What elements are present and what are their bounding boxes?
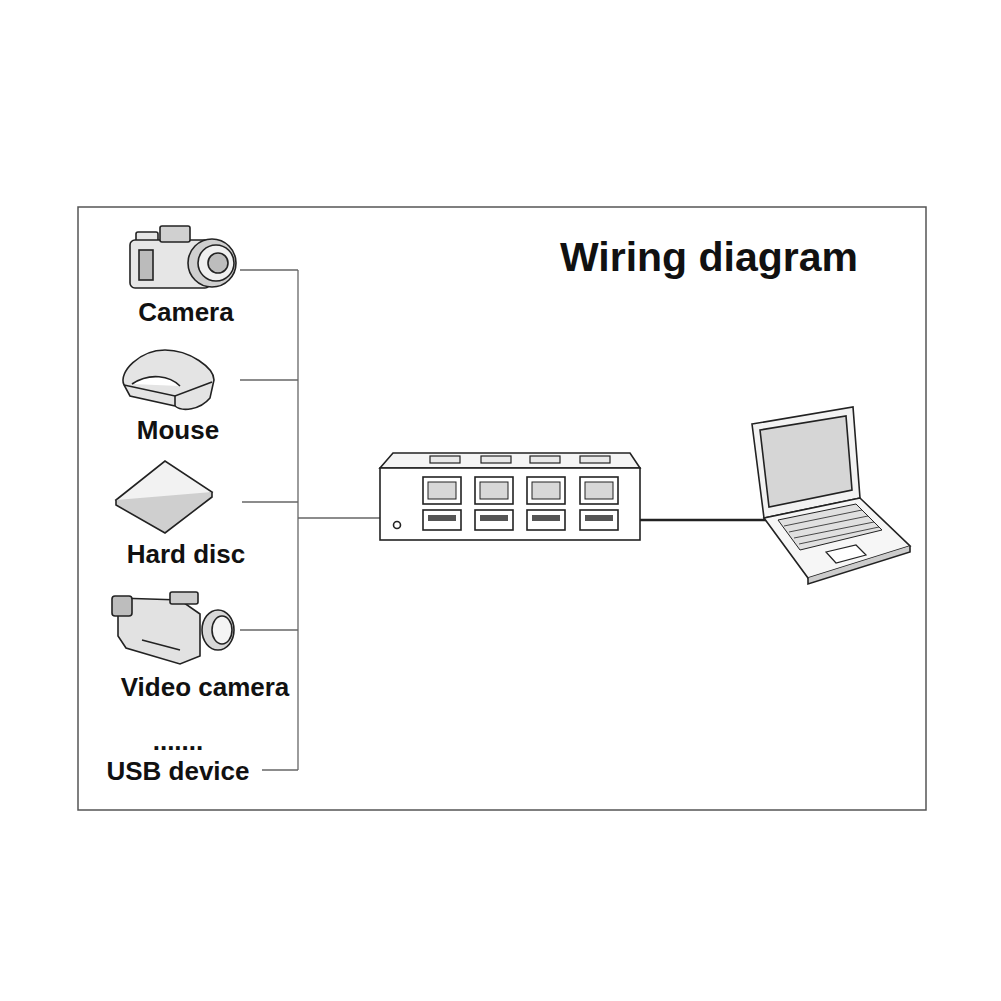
device-name: Hard disc: [125, 540, 248, 570]
usb-hub: [380, 453, 640, 540]
video-camera-icon: [112, 592, 234, 664]
diagram-title: Wiring diagram: [560, 233, 858, 282]
device-name: Video camera: [119, 673, 292, 703]
frame: [78, 207, 926, 810]
device-label: Hard disc: [125, 540, 248, 570]
device-name: .......: [104, 727, 252, 757]
device-label: Video camera: [119, 673, 292, 703]
laptop: [752, 407, 910, 584]
hard-disc-icon: [116, 461, 212, 533]
device-name: USB device: [104, 757, 252, 787]
device-name: Camera: [136, 298, 236, 328]
device-name: Mouse: [135, 416, 222, 446]
device-label: Mouse: [135, 416, 222, 446]
device-label: .......USB device: [104, 727, 252, 787]
camera-icon: [130, 226, 236, 288]
device-label: Camera: [136, 298, 236, 328]
wires: [240, 270, 766, 770]
mouse-icon: [123, 350, 214, 409]
